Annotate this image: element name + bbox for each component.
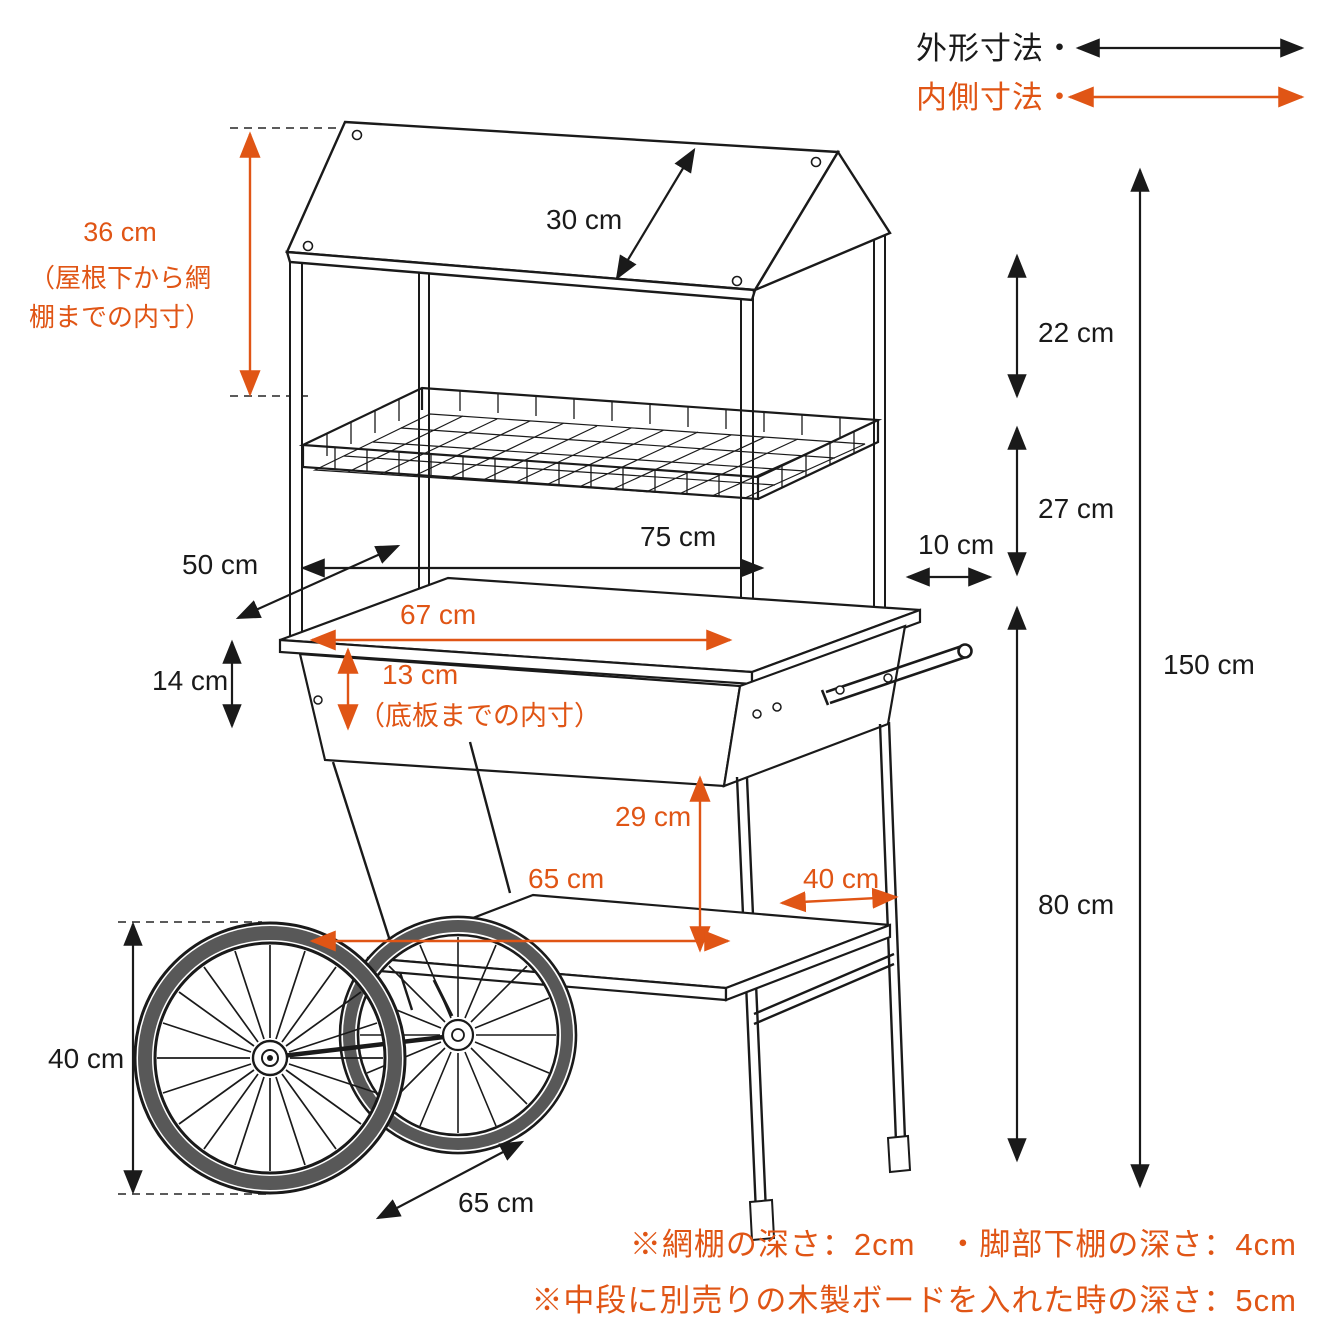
footnote-1: ※網棚の深さ：2cm ・脚部下棚の深さ：4cm	[629, 1227, 1297, 1262]
dim-box-inner-note: （底板までの内寸）	[358, 701, 601, 731]
cart-roof	[285, 120, 892, 302]
dim-tabletop-overhang: 10 cm	[918, 529, 995, 560]
dim-top-depth: 50 cm	[182, 549, 259, 580]
roof-screws	[302, 129, 822, 287]
dim-wheel-diameter: 40 cm	[48, 1043, 125, 1074]
arrow-top-depth	[235, 544, 401, 620]
arrow-lower-shelf-depth	[779, 887, 899, 913]
arrow-roof-slope-depth	[615, 147, 696, 281]
dim-lower-shelf-width: 65 cm	[528, 863, 605, 894]
leg-crossbar	[753, 952, 895, 1026]
legend-inner-label: 内側寸法・	[916, 80, 1076, 115]
leg-feet	[748, 1134, 912, 1242]
dim-total-height: 150 cm	[1163, 649, 1255, 680]
footnote-2: ※中段に別売りの木製ボードを入れた時の深さ：5cm	[531, 1283, 1297, 1318]
dim-box-inner-width: 67 cm	[400, 599, 477, 630]
front-wheel	[133, 921, 407, 1195]
dim-under-box-clearance: 29 cm	[615, 801, 692, 832]
dimension-arrows-outer	[123, 38, 1305, 1220]
legend-outer-label: 外形寸法・	[916, 31, 1076, 66]
wheel-axle	[281, 1034, 445, 1059]
box-screws	[313, 673, 893, 719]
dim-tabletop-to-floor: 80 cm	[1038, 889, 1115, 920]
guide-lines	[118, 127, 344, 1195]
shelf-balusters	[326, 391, 855, 496]
wire-shelf	[298, 386, 883, 501]
axle-bracket	[432, 979, 454, 1017]
dim-lower-shelf-depth: 40 cm	[803, 863, 880, 894]
dimension-arrows-inner	[239, 86, 1305, 953]
dim-base-depth: 65 cm	[458, 1187, 535, 1218]
dim-roof-slope-depth: 30 cm	[546, 204, 623, 235]
dim-box-height: 14 cm	[152, 665, 229, 696]
cart-handle	[820, 643, 973, 706]
arrow-base-depth	[375, 1140, 525, 1220]
cart-table	[278, 576, 922, 788]
dim-roof-to-shelf-inner-value: 36 cm	[83, 217, 157, 247]
dim-roof-to-shelf-inner: 36 cm （屋根下から網棚までの内寸）	[20, 212, 220, 337]
dim-box-inner-height: 13 cm	[382, 659, 459, 690]
dim-shelf-width: 75 cm	[640, 521, 717, 552]
shelf-mesh	[312, 413, 866, 499]
lower-shelf	[366, 893, 892, 1002]
dim-roof-to-shelf-inner-note: （屋根下から網棚までの内寸）	[28, 262, 211, 332]
dim-shelf-to-tabletop: 27 cm	[1038, 493, 1115, 524]
dim-roof-eave-to-shelf: 22 cm	[1038, 317, 1115, 348]
